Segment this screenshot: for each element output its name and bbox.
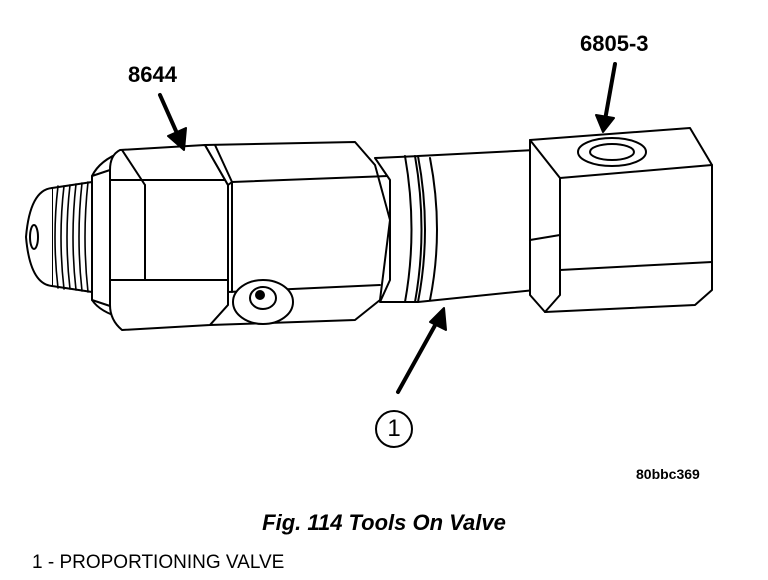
arrow-to-6805-3 bbox=[595, 62, 617, 133]
figure-caption: Fig. 114 Tools On Valve bbox=[262, 510, 506, 535]
hex-nut-8644 bbox=[109, 144, 229, 331]
figure-code: 80bbc369 bbox=[636, 466, 700, 482]
hex-adapter bbox=[204, 141, 391, 326]
arrow-to-valve bbox=[396, 307, 447, 394]
arrow-to-8644 bbox=[158, 93, 187, 151]
threaded-fitting bbox=[25, 181, 93, 293]
callout-1: 1 bbox=[375, 410, 413, 448]
proportioning-valve-body bbox=[417, 149, 536, 303]
tool-8644-label: 8644 bbox=[128, 62, 177, 87]
hex-fitting-6805-3 bbox=[529, 127, 713, 313]
legend-item: 1 - PROPORTIONING VALVE bbox=[32, 552, 285, 573]
valve-tool-illustration bbox=[25, 62, 713, 394]
callout-number: 1 bbox=[387, 415, 401, 442]
tool-6805-3-label: 6805-3 bbox=[580, 31, 649, 56]
